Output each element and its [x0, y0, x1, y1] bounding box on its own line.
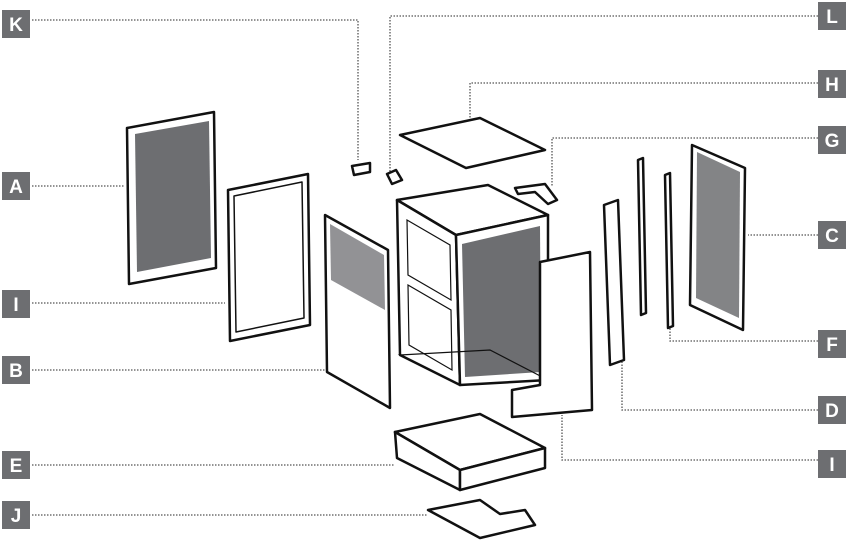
- label-i-left-text: I: [13, 295, 18, 316]
- leader-k: [32, 19, 359, 160]
- label-i-right: I: [818, 450, 846, 478]
- label-d: D: [818, 396, 846, 424]
- part-h-top-panel: [398, 116, 547, 170]
- label-b: B: [2, 356, 30, 384]
- part-d-rear-bracket: [602, 198, 626, 367]
- label-c: C: [818, 221, 846, 249]
- part-e-bottom-tray: [393, 412, 547, 492]
- leader-f: [669, 322, 818, 342]
- part-i-frame-panel: [226, 172, 312, 343]
- part-g-bracket: [513, 182, 559, 206]
- chassis: [395, 183, 551, 387]
- label-i-right-text: I: [829, 455, 834, 476]
- leader-d: [621, 362, 818, 411]
- label-f-text: F: [826, 335, 838, 356]
- leader-lines: [32, 15, 818, 516]
- label-a: A: [2, 172, 30, 200]
- label-d-text: D: [825, 401, 839, 422]
- label-h: H: [818, 70, 846, 98]
- label-e-text: E: [10, 456, 23, 477]
- label-g: G: [818, 126, 846, 154]
- part-f-strip-1: [636, 156, 648, 317]
- label-l-text: L: [826, 7, 838, 28]
- label-g-text: G: [825, 131, 840, 152]
- label-h-text: H: [825, 75, 839, 96]
- leader-h: [469, 82, 818, 118]
- part-a-mesh-panel: [125, 110, 218, 286]
- label-j-text: J: [11, 506, 22, 527]
- label-j: J: [2, 501, 30, 529]
- part-i-rear-panel: [510, 250, 594, 419]
- label-l: L: [818, 2, 846, 30]
- part-j-bottom-plate: [426, 498, 537, 540]
- part-k-bracket: [350, 161, 372, 177]
- label-b-text: B: [9, 361, 23, 382]
- label-e: E: [2, 451, 30, 479]
- label-a-text: A: [9, 177, 23, 198]
- leader-g: [551, 137, 818, 186]
- part-c-mesh-panel: [688, 143, 747, 332]
- leader-i-right: [561, 415, 818, 461]
- leader-l: [389, 15, 818, 172]
- part-b-front-panel: [323, 213, 392, 410]
- part-l-bracket: [385, 168, 404, 186]
- label-k-text: K: [9, 15, 23, 36]
- part-f-strip-2: [663, 171, 675, 330]
- label-i-left: I: [2, 290, 30, 318]
- label-f: F: [818, 330, 846, 358]
- label-c-text: C: [825, 226, 839, 247]
- label-k: K: [2, 10, 30, 38]
